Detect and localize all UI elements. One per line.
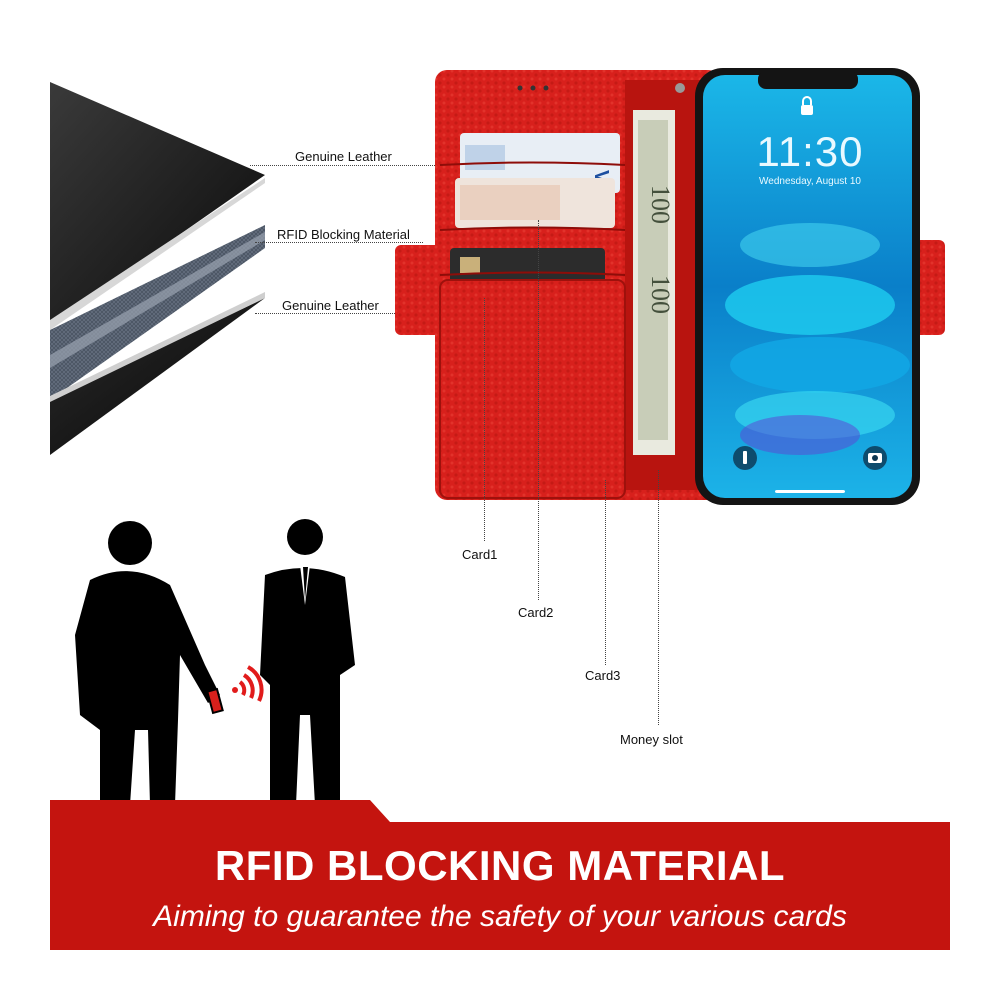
held-card xyxy=(206,687,224,715)
banner-subtitle: Aiming to guarantee the safety of your v… xyxy=(153,900,847,933)
svg-text:100: 100 xyxy=(646,185,675,224)
phone-date: Wednesday, August 10 xyxy=(759,176,861,187)
wireless-signal-icon xyxy=(232,665,264,702)
banner-shape xyxy=(50,800,950,950)
card3-label: Card3 xyxy=(585,668,621,683)
card-pocket xyxy=(439,279,626,499)
magnetic-clasp-left xyxy=(395,245,445,335)
money-slot-label: Money slot xyxy=(620,732,683,747)
card1-label: Card1 xyxy=(462,547,498,562)
bottom-layer-label: Genuine Leather xyxy=(282,298,379,313)
bottom-leather-layer xyxy=(50,298,265,455)
wallet-case: 100 100 VISA xyxy=(395,68,945,505)
top-leather-layer xyxy=(50,82,265,325)
flashlight-icon xyxy=(733,446,757,470)
camera-icon xyxy=(863,446,887,470)
top-layer-label: Genuine Leather xyxy=(295,149,392,164)
card2-label: Card2 xyxy=(518,605,554,620)
svg-text:100: 100 xyxy=(646,275,675,314)
rfid-layer-label: RFID Blocking Material xyxy=(277,227,410,242)
material-layers-illustration xyxy=(50,82,265,455)
people-silhouettes xyxy=(75,519,355,805)
lock-icon xyxy=(801,96,813,115)
banner-title: RFID BLOCKING MATERIAL xyxy=(214,842,786,889)
banner-background xyxy=(50,800,950,950)
phone-time: 11:30 xyxy=(756,128,864,175)
card-3 xyxy=(450,248,605,288)
phone-notch xyxy=(758,71,858,89)
